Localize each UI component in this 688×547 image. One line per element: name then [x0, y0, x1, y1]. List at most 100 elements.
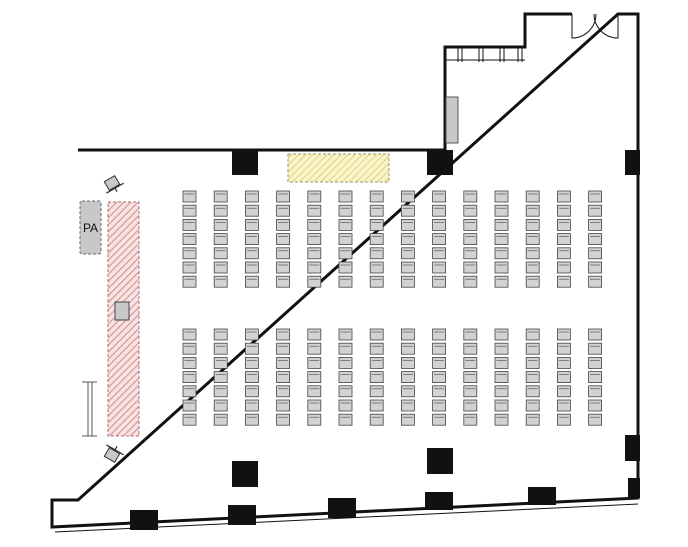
- chair: [182, 247, 197, 260]
- chair: [525, 233, 540, 246]
- chair: [588, 342, 602, 355]
- chair: [463, 342, 478, 355]
- chair: [432, 385, 447, 398]
- chair: [244, 328, 259, 341]
- spotlight-icon: [103, 174, 124, 194]
- annex-cabinet: [445, 96, 459, 144]
- chair: [463, 247, 478, 260]
- chair: [525, 218, 540, 231]
- chair: [307, 218, 322, 231]
- chair: [432, 233, 447, 246]
- chair: [182, 218, 197, 231]
- rear-block: [182, 328, 602, 426]
- chair: [182, 275, 197, 288]
- chair: [213, 356, 228, 369]
- chair: [276, 261, 291, 274]
- chair: [369, 385, 384, 398]
- chair: [307, 204, 322, 217]
- chair: [494, 247, 509, 260]
- chair: [244, 385, 259, 398]
- chair: [588, 275, 602, 288]
- chair: [213, 413, 228, 426]
- pillar: [425, 492, 453, 510]
- chair: [400, 190, 415, 203]
- chair: [276, 385, 291, 398]
- chair: [369, 247, 384, 260]
- chair: [525, 275, 540, 288]
- chair: [432, 371, 447, 384]
- chair: [182, 190, 197, 203]
- chair: [213, 385, 228, 398]
- chair: [432, 204, 447, 217]
- chair: [557, 356, 571, 369]
- chair: [338, 275, 353, 288]
- chair: [307, 190, 322, 203]
- chair: [432, 275, 447, 288]
- chair: [213, 371, 228, 384]
- chair: [463, 190, 478, 203]
- chair: [400, 275, 415, 288]
- chair: [369, 190, 384, 203]
- chair: [400, 356, 415, 369]
- chair: [525, 413, 540, 426]
- chair: [213, 218, 228, 231]
- chair: [588, 233, 602, 246]
- chair: [557, 204, 571, 217]
- chair: [525, 204, 540, 217]
- chair: [369, 342, 384, 355]
- chair: [463, 233, 478, 246]
- chair: [244, 261, 259, 274]
- chair: [307, 356, 322, 369]
- chair: [276, 342, 291, 355]
- projection-screen: [287, 153, 390, 183]
- chair: [182, 342, 197, 355]
- chair: [276, 328, 291, 341]
- pa-label: PA: [83, 221, 98, 235]
- chair: [557, 275, 571, 288]
- chair: [525, 328, 540, 341]
- chair: [213, 328, 228, 341]
- pillar: [625, 150, 640, 175]
- chair: [276, 371, 291, 384]
- pillar: [625, 435, 640, 461]
- chair: [244, 371, 259, 384]
- chair: [588, 247, 602, 260]
- chair: [276, 399, 291, 412]
- chair: [338, 261, 353, 274]
- chair: [213, 342, 228, 355]
- chair: [588, 261, 602, 274]
- spotlight-icon: [103, 444, 124, 464]
- chair: [276, 275, 291, 288]
- chair: [525, 399, 540, 412]
- chair: [525, 371, 540, 384]
- chair: [494, 385, 509, 398]
- chair: [400, 204, 415, 217]
- chair: [213, 204, 228, 217]
- chair: [307, 247, 322, 260]
- chair: [432, 218, 447, 231]
- chair: [338, 356, 353, 369]
- chair: [525, 247, 540, 260]
- chair: [557, 247, 571, 260]
- chair: [400, 218, 415, 231]
- pillar: [628, 478, 640, 498]
- pillar: [427, 150, 453, 175]
- chair: [588, 371, 602, 384]
- chair: [244, 218, 259, 231]
- chair: [182, 413, 197, 426]
- pillar: [528, 487, 556, 505]
- chair: [463, 399, 478, 412]
- chair: [182, 328, 197, 341]
- chair: [432, 342, 447, 355]
- chair: [588, 328, 602, 341]
- pa-box: [79, 200, 102, 255]
- chair: [182, 371, 197, 384]
- chair: [400, 371, 415, 384]
- chair: [400, 399, 415, 412]
- chair: [338, 371, 353, 384]
- chair: [588, 190, 602, 203]
- chair: [338, 385, 353, 398]
- chair: [276, 218, 291, 231]
- chair: [307, 371, 322, 384]
